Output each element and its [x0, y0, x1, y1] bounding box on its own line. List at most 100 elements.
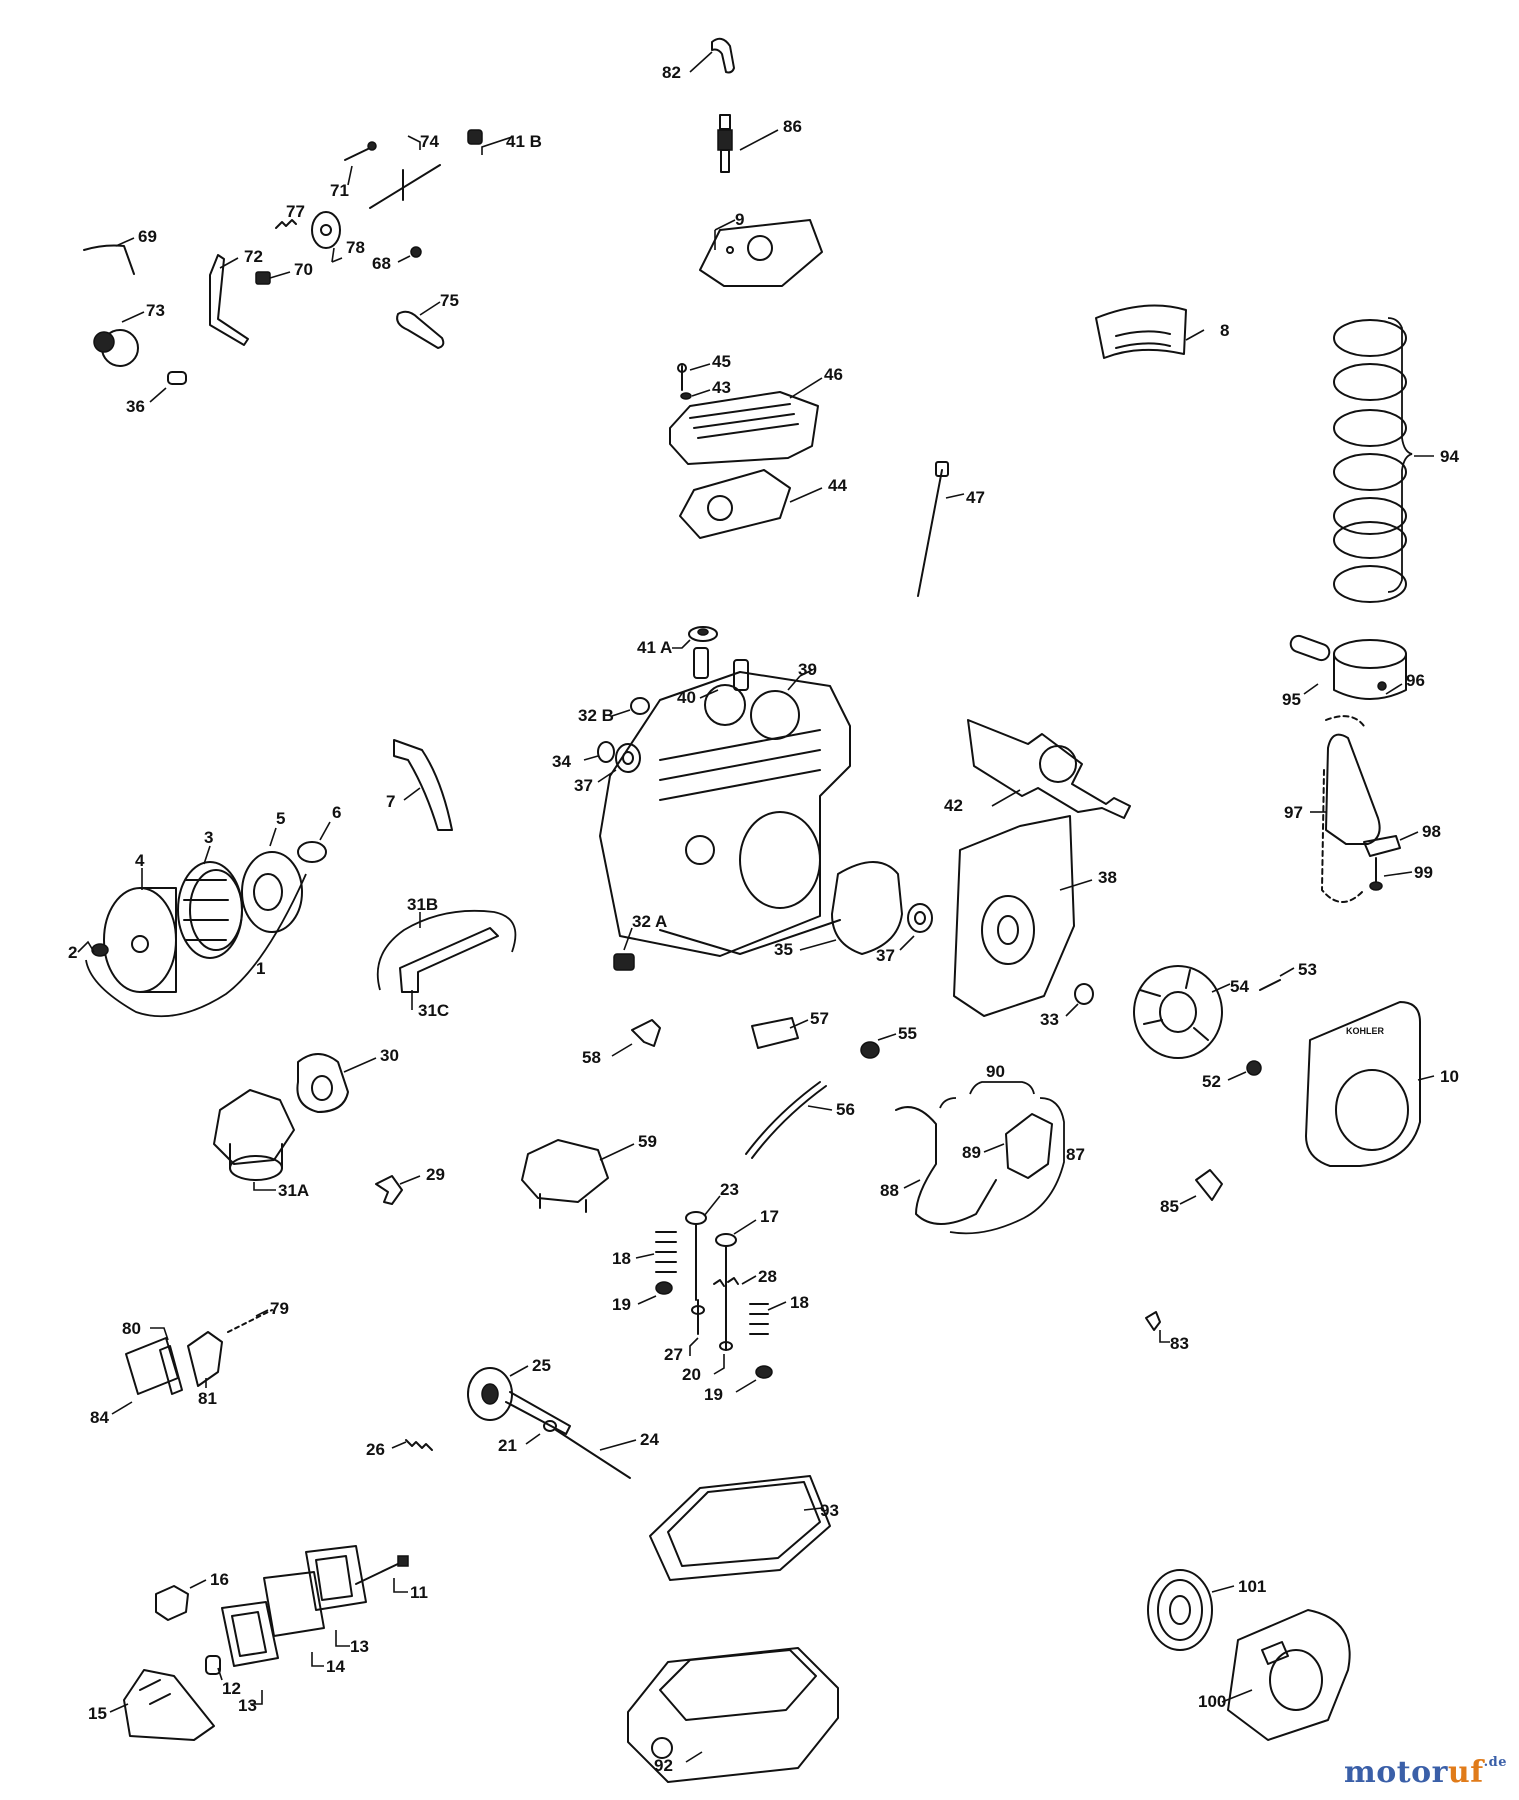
label-19a: 19	[612, 1295, 631, 1314]
label-16: 16	[210, 1570, 229, 1589]
part-18-spring-b	[749, 1301, 787, 1335]
label-93: 93	[820, 1501, 839, 1520]
label-35: 35	[774, 940, 793, 959]
shroud-brand-text: KOHLER	[1346, 1026, 1385, 1036]
part-28-keepers	[713, 1275, 757, 1287]
part-29-elbow	[375, 1175, 421, 1205]
label-9: 9	[735, 210, 744, 229]
label-32a: 32 A	[632, 912, 667, 931]
part-85-sensor	[1179, 1169, 1223, 1205]
part-7-bracket	[393, 739, 453, 831]
part-68-nut	[397, 246, 422, 263]
label-31b: 31B	[407, 895, 438, 914]
label-11: 11	[410, 1583, 428, 1602]
part-45-bolt	[677, 363, 711, 391]
part-86-spark-plug	[717, 114, 779, 173]
label-41a: 41 A	[637, 638, 672, 657]
part-11-bolt	[355, 1555, 409, 1593]
watermark-tld: .de	[1483, 1755, 1507, 1770]
label-82: 82	[662, 63, 681, 82]
label-31a: 31A	[278, 1181, 309, 1200]
part-82-tube	[689, 37, 735, 74]
label-1: 1	[256, 959, 265, 978]
part-14-plate	[263, 1571, 325, 1667]
label-94: 94	[1440, 447, 1459, 466]
part-77-spring	[275, 219, 297, 229]
label-81: 81	[198, 1389, 217, 1408]
part-73-gear	[93, 311, 145, 367]
label-32b: 32 B	[578, 706, 614, 725]
watermark-logo: motoruf.de	[1344, 1755, 1507, 1790]
part-6-gasket	[297, 821, 331, 863]
part-39-cylinder-block	[599, 669, 851, 957]
label-43: 43	[712, 378, 731, 397]
part-59-fuel-pump	[521, 1139, 635, 1213]
label-41b: 41 B	[506, 132, 542, 151]
label-15: 15	[88, 1704, 107, 1723]
label-10: 10	[1440, 1067, 1459, 1086]
label-12: 12	[222, 1679, 241, 1698]
label-14: 14	[326, 1657, 345, 1676]
label-4: 4	[135, 851, 145, 870]
label-28: 28	[758, 1267, 777, 1286]
part-71-screw	[344, 141, 377, 186]
part-74-shaft	[369, 135, 441, 209]
label-8: 8	[1220, 321, 1229, 340]
part-13-gasket-upper	[305, 1545, 367, 1647]
part-99-bolt	[1369, 857, 1413, 891]
part-80-gasket	[150, 1327, 183, 1395]
label-6: 6	[332, 803, 341, 822]
part-98-cap	[1363, 831, 1419, 857]
part-24-shaft	[555, 1429, 637, 1479]
label-101: 101	[1238, 1577, 1266, 1596]
label-58: 58	[582, 1048, 601, 1067]
part-69-rod	[83, 237, 135, 275]
part-41b-bushing	[467, 129, 513, 155]
part-31b-bracket	[376, 909, 517, 993]
part-32a-plug	[613, 927, 635, 971]
part-46-cylinder-head	[669, 377, 823, 465]
part-47-stud	[917, 461, 965, 597]
part-56-fuel-line	[745, 1081, 833, 1159]
label-52: 52	[1202, 1072, 1221, 1091]
part-36-pin	[149, 371, 187, 403]
label-33: 33	[1040, 1010, 1059, 1029]
part-101-screen	[1147, 1569, 1235, 1651]
label-21: 21	[498, 1436, 517, 1455]
part-94-piston-rings	[1333, 317, 1434, 603]
label-30: 30	[380, 1046, 399, 1065]
part-70-bolt	[255, 271, 291, 285]
label-23: 23	[720, 1180, 739, 1199]
part-54-flywheel	[1133, 965, 1231, 1059]
label-90: 90	[986, 1062, 1005, 1081]
label-54: 54	[1230, 977, 1249, 996]
part-58-fitting	[611, 1019, 661, 1057]
part-41a-cap	[672, 626, 718, 649]
part-2-nut	[77, 940, 109, 957]
part-55-nut	[860, 1033, 897, 1059]
part-57-gasket	[751, 1017, 809, 1049]
label-55: 55	[898, 1024, 917, 1043]
part-25-camshaft	[467, 1365, 571, 1435]
label-5: 5	[276, 809, 285, 828]
label-20: 20	[682, 1365, 701, 1384]
label-95: 95	[1282, 690, 1301, 709]
part-34-washer	[583, 741, 615, 763]
label-19b: 19	[704, 1385, 723, 1404]
label-13b: 13	[238, 1696, 257, 1715]
part-5-base	[241, 827, 303, 933]
label-88: 88	[880, 1181, 899, 1200]
part-38-closure-plate	[953, 815, 1093, 1017]
label-44: 44	[828, 476, 847, 495]
part-79-screw	[227, 1309, 273, 1333]
part-33-seal	[1065, 983, 1094, 1017]
label-97: 97	[1284, 803, 1303, 822]
part-27-tappet	[689, 1299, 705, 1356]
part-37-bearing-b	[899, 903, 933, 951]
label-26: 26	[366, 1440, 385, 1459]
label-84: 84	[90, 1408, 109, 1427]
label-96: 96	[1406, 671, 1425, 690]
label-69: 69	[138, 227, 157, 246]
label-27: 27	[664, 1345, 683, 1364]
label-45: 45	[712, 352, 731, 371]
